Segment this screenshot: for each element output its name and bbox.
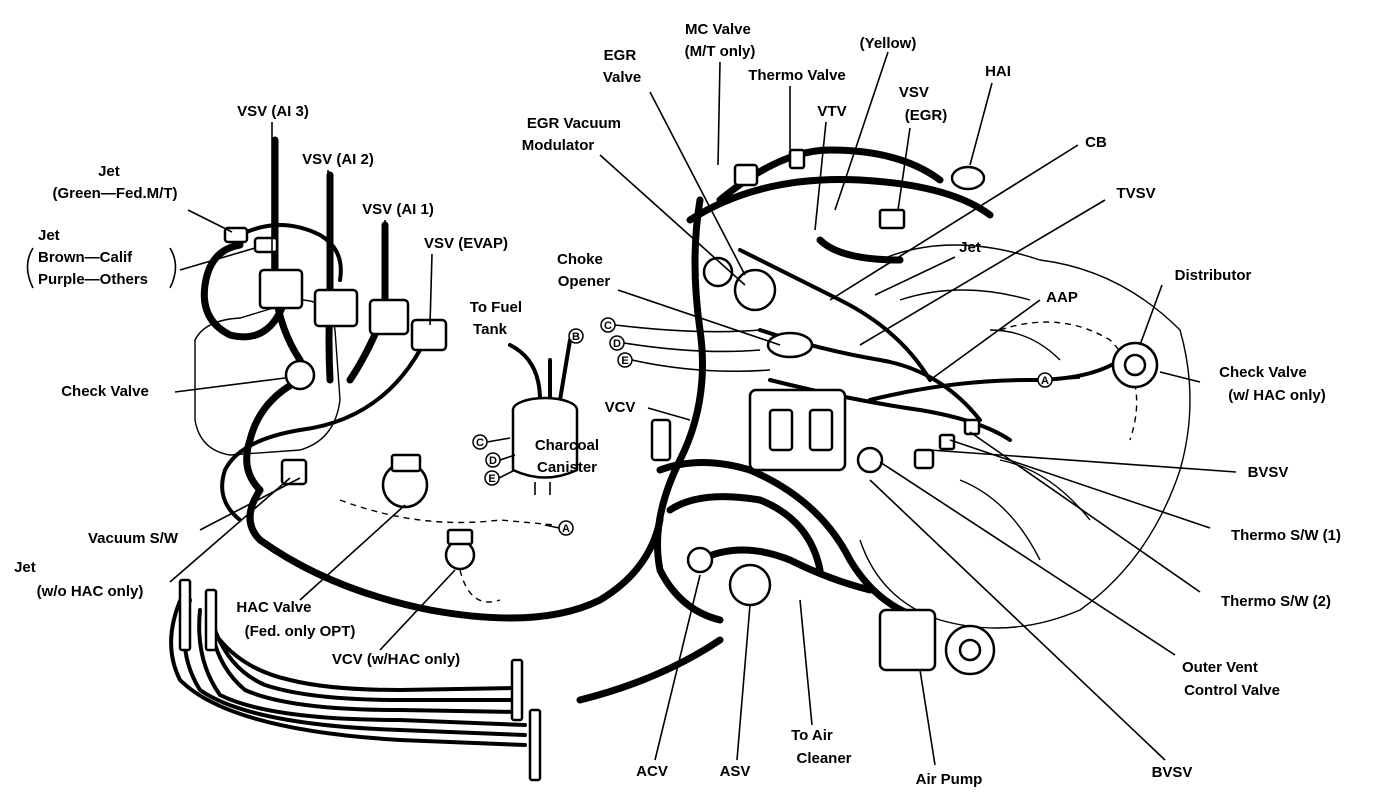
tubing-harness — [169, 578, 542, 782]
label-check-valve-right: Check Valve (w/ HAC only) — [1219, 364, 1326, 404]
label-vacuum-sw: Vacuum S/W — [88, 530, 179, 547]
label-to-air-cleaner: To Air Cleaner — [791, 727, 852, 767]
connector-b-top: B — [568, 328, 584, 344]
label-thermo-sw1: Thermo S/W (1) — [1231, 527, 1341, 544]
svg-text:C: C — [476, 437, 484, 449]
label-acv: ACV — [636, 763, 668, 780]
svg-text:C: C — [604, 320, 612, 332]
label-yellow: (Yellow) — [860, 35, 917, 52]
jet-brown-bracket-left — [26, 247, 34, 289]
label-vsv-evap: VSV (EVAP) — [424, 235, 508, 252]
connector-markers: C D E A B C D E A — [472, 317, 1081, 536]
leader-lines — [169, 51, 1237, 766]
connector-e-left: E — [484, 470, 500, 486]
svg-text:D: D — [613, 338, 621, 350]
label-thermo-valve: Thermo Valve — [748, 67, 846, 84]
label-jet-brown: Jet Brown—Calif Purple—Others — [38, 227, 148, 288]
label-hac-valve: HAC Valve (Fed. only OPT) — [236, 599, 355, 640]
label-thermo-sw2: Thermo S/W (2) — [1221, 593, 1331, 610]
left-vsv-bank — [194, 136, 664, 622]
label-choke-opener: Choke Opener — [557, 251, 610, 290]
label-jet-top: Jet — [959, 239, 981, 256]
label-mc-valve: MC Valve (M/T only) — [685, 21, 756, 60]
label-aap: AAP — [1046, 289, 1078, 306]
label-bvsv-right: BVSV — [1248, 464, 1289, 481]
label-vsv-ai3: VSV (AI 3) — [237, 103, 309, 120]
label-vcv-hac: VCV (w/HAC only) — [332, 651, 460, 668]
label-hai: HAI — [985, 63, 1011, 80]
label-vsv-egr: VSV (EGR) — [899, 84, 947, 124]
label-vsv-ai1: VSV (AI 1) — [362, 201, 434, 218]
connector-a-left: A — [558, 520, 574, 536]
svg-text:E: E — [621, 355, 628, 367]
connector-c-left: C — [472, 434, 488, 450]
labels: MC Valve (M/T only) EGR Valve (Yellow) T… — [14, 21, 1341, 788]
label-check-valve-left: Check Valve — [61, 383, 149, 400]
label-tvsv: TVSV — [1116, 185, 1155, 202]
label-egr-vacuum-modulator: EGR Vacuum Modulator — [522, 115, 625, 154]
svg-text:D: D — [489, 455, 497, 467]
label-to-fuel-tank: To Fuel Tank — [470, 299, 526, 338]
label-egr-valve: EGR Valve — [603, 47, 641, 86]
jet-brown-bracket-right — [169, 247, 177, 289]
svg-text:A: A — [562, 523, 570, 535]
connector-a-right: A — [1037, 372, 1053, 388]
connector-d-left: D — [485, 452, 501, 468]
label-jet-green: Jet (Green—Fed.M/T) — [52, 163, 177, 202]
label-jet-wo-hac: Jet (w/o HAC only) — [14, 559, 143, 600]
label-vcv: VCV — [605, 399, 636, 416]
label-outer-vent: Outer Vent Control Valve — [1182, 659, 1280, 699]
label-bvsv-bottom: BVSV — [1152, 764, 1193, 781]
label-vtv: VTV — [817, 103, 846, 120]
engine-assembly — [576, 146, 1191, 704]
label-vsv-ai2: VSV (AI 2) — [302, 151, 374, 168]
charcoal-canister — [508, 338, 579, 495]
svg-text:B: B — [572, 331, 580, 343]
label-air-pump: Air Pump — [916, 771, 983, 788]
connector-e-right: E — [617, 352, 633, 368]
label-asv: ASV — [720, 763, 751, 780]
svg-text:E: E — [488, 473, 495, 485]
label-distributor: Distributor — [1175, 267, 1252, 284]
svg-text:A: A — [1041, 375, 1049, 387]
connector-c-right: C — [600, 317, 616, 333]
label-charcoal-canister: Charcoal Canister — [535, 437, 603, 476]
label-cb: CB — [1085, 134, 1107, 151]
connector-d-right: D — [609, 335, 625, 351]
